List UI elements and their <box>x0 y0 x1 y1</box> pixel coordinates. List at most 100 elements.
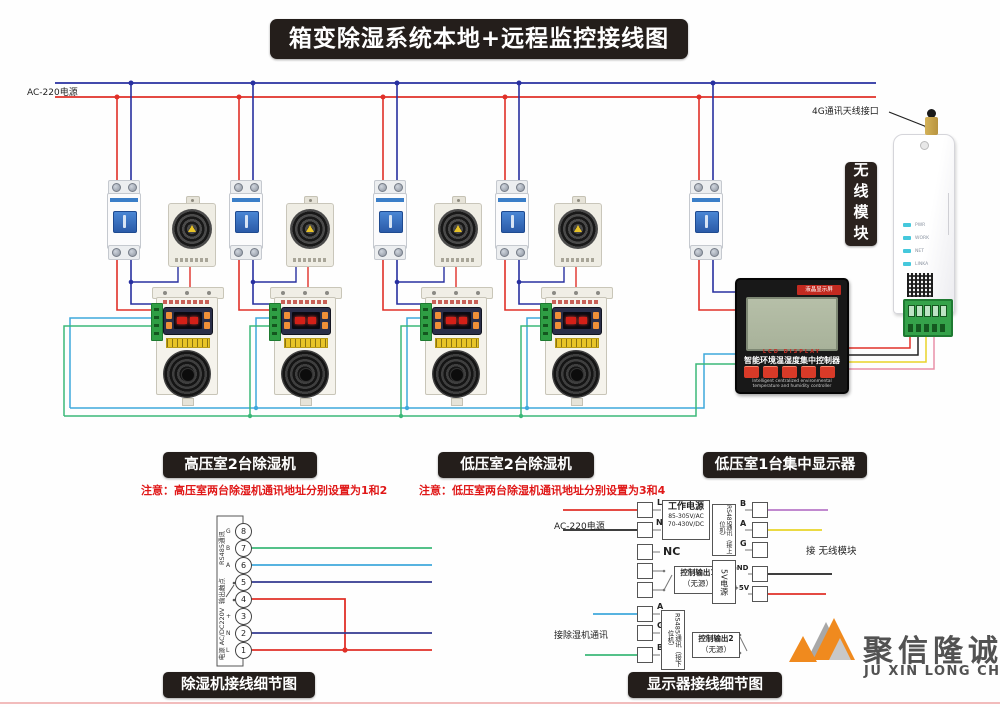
hv-room-label: 高压室2台除湿机 <box>163 452 317 478</box>
dehumidifier-display <box>552 307 602 335</box>
lcd-screen-tag: 液晶显示屏 <box>797 285 841 295</box>
terminal-5: 5 <box>235 574 252 591</box>
fan-grille-icon <box>438 209 478 249</box>
central-controller: 液晶显示屏 LCD DISPLAY 智能环境温湿度集中控制器 Intellige… <box>735 278 849 394</box>
terminal-7: 7 <box>235 540 252 557</box>
dehumidifier-3 <box>420 287 493 406</box>
bottom-divider <box>0 702 1000 704</box>
power-group-label: 电源 AC/DC220V <box>218 607 226 661</box>
pwr-led-icon <box>903 223 911 227</box>
disp-terminal-N <box>637 522 653 538</box>
company-logo: 聚信隆诚 JU XIN LONG CHENG <box>785 612 1000 692</box>
disp-terminal-rG <box>752 542 768 558</box>
label-NC: NC <box>663 545 681 558</box>
terminal-1: 1 <box>235 642 252 659</box>
label-rA: A <box>740 519 747 528</box>
antenna-label: 4G通讯天线接口 <box>812 107 879 117</box>
ctrl-out2-box: 控制输出2 （无源） <box>692 632 740 658</box>
power-bus-lines <box>55 82 876 98</box>
controller-module-wires <box>845 334 935 370</box>
module-terminal-block <box>903 299 953 337</box>
label-N: N <box>656 518 663 527</box>
comm-terminal-block <box>269 303 281 341</box>
label-A: A <box>657 602 664 611</box>
breaker-bottom-terminals <box>108 245 140 260</box>
fan-unit-1 <box>168 196 216 270</box>
fan-grille-icon <box>172 209 212 249</box>
fan-unit-4 <box>554 196 602 270</box>
comm-terminal-block <box>151 303 163 341</box>
warning-strip <box>284 338 328 348</box>
disp-terminal-B <box>637 647 653 663</box>
display-detail-graphics <box>563 509 832 656</box>
label-L: L <box>657 498 663 507</box>
fan-grille-icon <box>552 350 600 398</box>
terminal-1-tag: L <box>226 647 230 654</box>
controller-name: 智能环境温湿度集中控制器 <box>744 356 840 365</box>
comm-terminal-block <box>420 303 432 341</box>
circuit-breaker-2 <box>229 180 263 260</box>
linka-led-icon <box>903 262 911 266</box>
terminal-3-tag: + <box>226 613 232 620</box>
dehumidifier-4 <box>540 287 613 406</box>
work-led-icon <box>903 236 911 240</box>
net-led-icon <box>903 249 911 253</box>
circuit-breaker-4 <box>495 180 529 260</box>
disp-terminal-GND <box>752 566 768 582</box>
dehumidifier-display <box>432 307 482 335</box>
dehumidifier-2 <box>269 287 342 406</box>
circuit-breaker-3 <box>373 180 407 260</box>
page-title: 箱变除湿系统本地+远程监控接线图 <box>270 19 688 59</box>
terminal-8: 8 <box>235 523 252 540</box>
disp-terminal-5V <box>752 586 768 602</box>
terminal-6-tag: A <box>226 562 231 569</box>
fan-wires <box>131 266 577 287</box>
fan-grille-icon <box>432 350 480 398</box>
disp-terminal-L <box>637 502 653 518</box>
dehumidifier-display <box>281 307 331 335</box>
terminal-4: 4 <box>235 591 252 608</box>
fan-unit-2 <box>286 196 334 270</box>
warning-strip <box>555 338 599 348</box>
work-power-box: 工作电源 85-305V/AC 70-430V/DC <box>662 500 710 540</box>
lcd-caption: LCD DISPLAY <box>762 349 822 355</box>
antenna-pointer-line <box>888 111 928 128</box>
dehu-comm-label: 接除湿机通讯 <box>554 631 609 641</box>
dehumidifier-1 <box>151 287 224 406</box>
lv-room-label: 低压室2台除湿机 <box>438 452 594 478</box>
label-G: G <box>657 621 664 630</box>
ac-power-label: AC-220电源 <box>27 88 78 98</box>
breaker-toggle <box>501 211 525 233</box>
warning-strip <box>435 338 479 348</box>
work-led-label: WORK <box>915 236 930 241</box>
terminal-2: 2 <box>235 625 252 642</box>
antenna-connector-icon <box>927 109 936 118</box>
qr-code <box>907 273 933 297</box>
label-GND: GND <box>731 564 749 572</box>
pwr-led-label: PWR <box>915 223 926 228</box>
display-detail-title: 显示器接线细节图 <box>628 672 782 698</box>
logo-text-cn: 聚信隆诚 <box>863 634 1000 669</box>
disp-terminal-rB <box>752 502 768 518</box>
antenna-barrel <box>925 117 938 135</box>
warning-strip <box>166 338 210 348</box>
fan-grille-icon <box>163 350 211 398</box>
dehu-detail-graphics <box>216 515 432 667</box>
fan-grille-icon <box>558 209 598 249</box>
breaker-toggle <box>379 211 403 233</box>
terminal-7-tag: B <box>226 545 231 552</box>
comm-bus-wires <box>63 317 735 417</box>
label-5V: +5V <box>733 584 750 592</box>
power-drop-wires <box>116 83 735 311</box>
dehu-detail-title: 除湿机接线细节图 <box>163 672 315 698</box>
disp-ac-label: AC-220电源 <box>554 522 605 532</box>
junction-dots <box>114 80 716 419</box>
logo-text-en: JU XIN LONG CHENG <box>864 664 1000 679</box>
lcd-screen <box>746 297 838 351</box>
label-rG: G <box>740 539 747 548</box>
breaker-body <box>107 193 141 249</box>
circuit-breaker-1 <box>107 180 141 260</box>
rs485-down-box: RS485通讯（接下位机） <box>661 610 685 670</box>
